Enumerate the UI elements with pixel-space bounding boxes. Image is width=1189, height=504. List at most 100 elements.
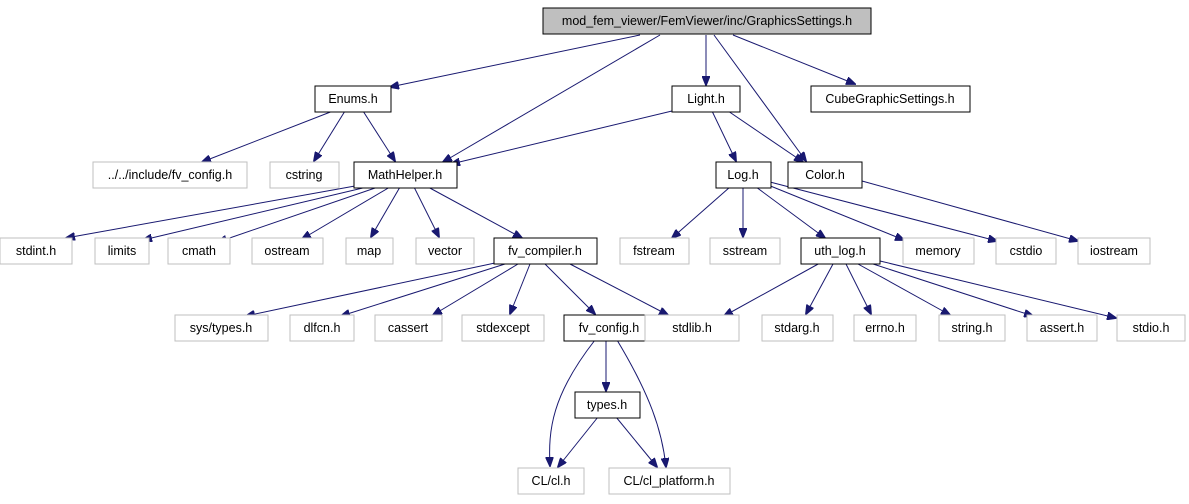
edge-uth-log-to-stdarg <box>806 263 834 314</box>
node-memory[interactable]: memory <box>902 237 975 265</box>
node-label: ../../include/fv_config.h <box>108 168 232 182</box>
node-label: CL/cl.h <box>532 474 571 488</box>
node-label: limits <box>108 244 136 258</box>
node-label: Light.h <box>687 92 725 106</box>
node-label: stdlib.h <box>672 321 712 335</box>
node-fv-config[interactable]: fv_config.h <box>563 314 655 342</box>
node-sys-types[interactable]: sys/types.h <box>174 314 269 342</box>
node-stdint[interactable]: stdint.h <box>0 237 73 265</box>
node-light[interactable]: Light.h <box>671 85 741 113</box>
edge-log-to-memory <box>767 184 904 240</box>
edge-uth-log-to-stdio <box>879 260 1116 318</box>
node-label: cmath <box>182 244 216 258</box>
edge-uth-log-to-stdlib <box>724 262 821 316</box>
node-cl[interactable]: CL/cl.h <box>517 467 585 495</box>
node-log[interactable]: Log.h <box>715 161 772 189</box>
node-label: Log.h <box>727 168 758 182</box>
node-cassert[interactable]: cassert <box>374 314 443 342</box>
node-include-fv-config[interactable]: ../../include/fv_config.h <box>92 161 248 189</box>
node-stdio[interactable]: stdio.h <box>1116 314 1186 342</box>
edge-graphics-settings-to-enums <box>390 34 641 87</box>
node-enums[interactable]: Enums.h <box>314 85 392 113</box>
node-string[interactable]: string.h <box>938 314 1006 342</box>
edge-uth-log-to-errno <box>845 263 871 314</box>
nodes-layer: mod_fem_viewer/FemViewer/inc/GraphicsSet… <box>0 7 1186 495</box>
edge-light-to-log <box>711 110 736 161</box>
edge-color-to-iostream <box>861 180 1078 241</box>
edge-fv-config-to-cl-platform <box>616 339 666 467</box>
node-label: stdexcept <box>476 321 530 335</box>
edge-math-helper-to-stdint <box>66 185 356 238</box>
node-label: dlfcn.h <box>304 321 341 335</box>
node-cstdio[interactable]: cstdio <box>995 237 1057 265</box>
node-cube-graphic-settings[interactable]: CubeGraphicSettings.h <box>810 85 971 113</box>
node-label: sstream <box>723 244 767 258</box>
edge-enums-to-cstring <box>314 110 346 161</box>
edge-light-to-color <box>727 110 803 162</box>
node-label: fstream <box>633 244 675 258</box>
edge-uth-log-to-string <box>857 263 950 315</box>
node-label: string.h <box>952 321 993 335</box>
edge-log-to-fstream <box>672 186 731 238</box>
node-label: mod_fem_viewer/FemViewer/inc/GraphicsSet… <box>562 14 852 28</box>
node-cstring[interactable]: cstring <box>269 161 340 189</box>
node-color[interactable]: Color.h <box>787 161 863 189</box>
node-fv-compiler[interactable]: fv_compiler.h <box>493 237 598 265</box>
edge-log-to-uth-log <box>755 186 825 238</box>
node-label: MathHelper.h <box>368 168 442 182</box>
node-label: Color.h <box>805 168 845 182</box>
edge-uth-log-to-assert <box>869 262 1033 316</box>
edge-math-helper-to-vector <box>413 186 439 237</box>
node-vector[interactable]: vector <box>415 237 475 265</box>
node-uth-log[interactable]: uth_log.h <box>800 237 881 265</box>
edge-fv-compiler-to-sys-types <box>246 262 496 316</box>
node-label: uth_log.h <box>814 244 865 258</box>
edge-fv-compiler-to-dlfcn <box>341 263 506 316</box>
node-iostream[interactable]: iostream <box>1077 237 1151 265</box>
node-dlfcn[interactable]: dlfcn.h <box>289 314 355 342</box>
node-ostream[interactable]: ostream <box>251 237 324 265</box>
edge-enums-to-math-helper <box>362 110 395 161</box>
edge-graphics-settings-to-cube-graphic-settings <box>732 34 855 84</box>
node-cl-platform[interactable]: CL/cl_platform.h <box>608 467 731 495</box>
node-label: assert.h <box>1040 321 1085 335</box>
node-stdexcept[interactable]: stdexcept <box>461 314 545 342</box>
node-label: memory <box>915 244 961 258</box>
node-limits[interactable]: limits <box>94 237 150 265</box>
edge-math-helper-to-ostream <box>302 186 391 239</box>
node-label: cstdio <box>1010 244 1043 258</box>
node-stdlib[interactable]: stdlib.h <box>644 314 740 342</box>
node-errno[interactable]: errno.h <box>853 314 917 342</box>
node-label: vector <box>428 244 462 258</box>
edge-fv-compiler-to-stdexcept <box>510 263 531 314</box>
edge-math-helper-to-cmath <box>218 186 379 242</box>
edge-fv-config-to-cl <box>550 339 596 466</box>
node-fstream[interactable]: fstream <box>619 237 690 265</box>
node-label: fv_config.h <box>579 321 640 335</box>
node-cmath[interactable]: cmath <box>167 237 231 265</box>
edge-graphics-settings-to-color <box>713 34 806 161</box>
node-label: errno.h <box>865 321 905 335</box>
node-assert[interactable]: assert.h <box>1026 314 1098 342</box>
node-graphics-settings[interactable]: mod_fem_viewer/FemViewer/inc/GraphicsSet… <box>542 7 872 35</box>
edge-math-helper-to-fv-compiler <box>427 186 522 238</box>
node-stdarg[interactable]: stdarg.h <box>761 314 834 342</box>
edge-fv-compiler-to-fv-config <box>544 263 595 314</box>
node-label: stdio.h <box>1133 321 1170 335</box>
node-label: sys/types.h <box>190 321 253 335</box>
node-label: CL/cl_platform.h <box>623 474 714 488</box>
node-map[interactable]: map <box>345 237 394 265</box>
edge-types-to-cl <box>558 416 599 467</box>
node-label: stdint.h <box>16 244 56 258</box>
node-label: stdarg.h <box>774 321 819 335</box>
edge-fv-compiler-to-cassert <box>433 263 519 315</box>
edge-math-helper-to-limits <box>143 186 368 240</box>
node-sstream[interactable]: sstream <box>709 237 781 265</box>
node-label: cstring <box>286 168 323 182</box>
node-types[interactable]: types.h <box>574 391 641 419</box>
node-label: ostream <box>264 244 309 258</box>
edge-fv-compiler-to-stdlib <box>569 263 668 315</box>
node-math-helper[interactable]: MathHelper.h <box>353 161 458 189</box>
node-label: fv_compiler.h <box>508 244 582 258</box>
